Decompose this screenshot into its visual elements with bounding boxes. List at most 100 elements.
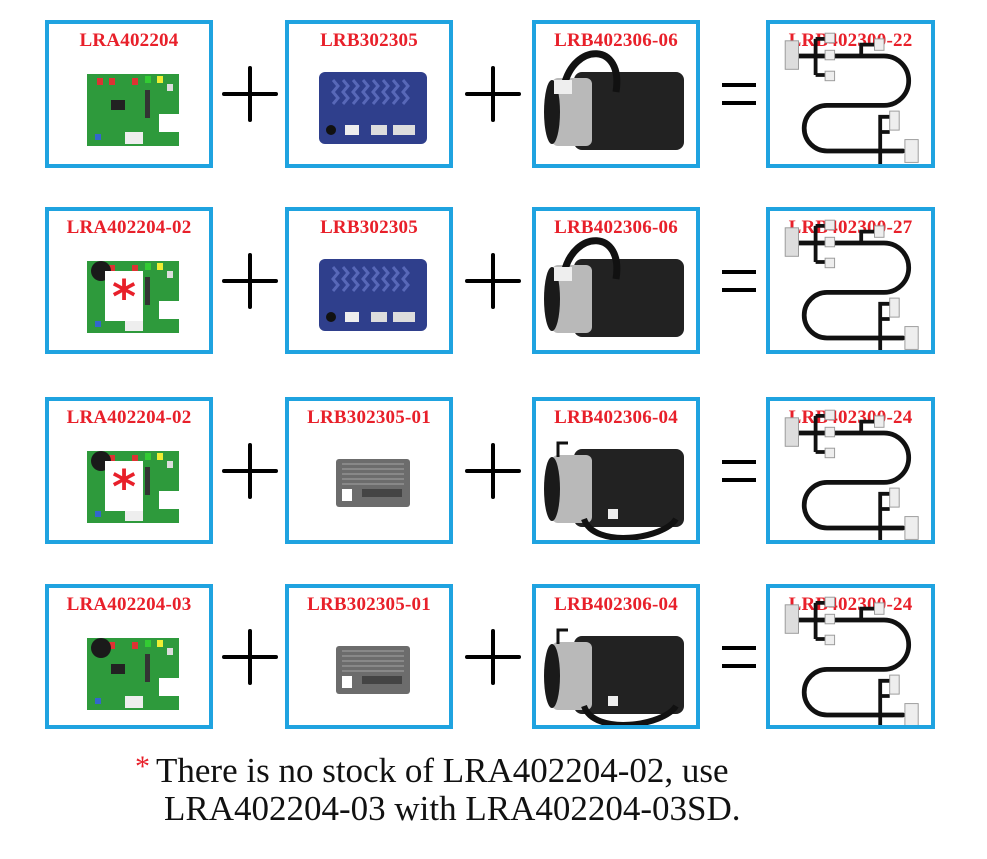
harness-connector [784, 417, 799, 447]
board-part-box: LRA402204-03 [45, 584, 213, 729]
no-stock-asterisk: * [112, 270, 136, 324]
harness-cable [796, 53, 911, 154]
part-number-label: LRB302305-01 [307, 594, 431, 615]
board-header [145, 467, 150, 495]
board-chip [111, 664, 125, 674]
heatsink-fin [381, 79, 390, 105]
motor-part-box: LRB402306-04 [532, 584, 700, 729]
controller-window [342, 676, 352, 688]
harness-connector [874, 38, 885, 51]
wire-harness-icon [784, 32, 919, 164]
controller-window [342, 489, 352, 501]
board-pcb [87, 74, 179, 146]
wire-harness-image [784, 596, 919, 725]
harness-connector [889, 487, 900, 508]
harness-connector [904, 139, 919, 163]
footnote-line-1: *There is no stock of LRA402204-02, use [135, 748, 729, 790]
wire-harness-image [784, 409, 919, 540]
blue-motor-controller-icon [319, 259, 427, 331]
motor-image-bottom-cable [544, 441, 684, 540]
heatsink-fin [331, 79, 340, 105]
plus-sign-icon [465, 252, 521, 309]
wire-harness-icon [784, 409, 919, 540]
board-chip [111, 100, 125, 110]
gray-controller-image [336, 459, 410, 507]
controller-ports [362, 489, 402, 497]
motor-connector [608, 509, 618, 519]
harness-part-box: LRB402300-24 [766, 397, 935, 544]
wire-harness-icon [784, 596, 919, 725]
heatsink-fin [342, 473, 404, 475]
motor-lead [556, 441, 568, 457]
harness-connector [824, 257, 836, 269]
heatsink-fin [361, 266, 370, 292]
board-component [97, 78, 103, 85]
harness-connector [824, 596, 836, 608]
board-connector [125, 696, 143, 708]
board-component [145, 76, 151, 83]
harness-connector [874, 415, 885, 428]
board-component [157, 640, 163, 647]
motor-can [574, 259, 684, 337]
motor-face [544, 80, 560, 144]
motor-lead [556, 628, 568, 644]
harness-branches [813, 414, 875, 454]
asterisk-backdrop [105, 271, 143, 321]
gray-controller-image [336, 646, 410, 694]
heatsink-fin [401, 266, 410, 292]
part-number-label: LRA402204-02 [66, 217, 192, 238]
heatsink-fin [401, 79, 410, 105]
circuit-board-image [87, 638, 179, 710]
heatsink-fin [342, 670, 404, 672]
heatsink-fin [371, 79, 380, 105]
board-connector [125, 509, 143, 521]
board-pot [95, 321, 101, 327]
controller-port [393, 125, 415, 135]
harness-part-box: LRB402300-24 [766, 584, 935, 729]
no-stock-asterisk: * [112, 460, 136, 514]
equals-sign-icon [722, 269, 756, 292]
harness-connector [824, 219, 836, 231]
board-pot [95, 134, 101, 140]
harness-branches [878, 114, 890, 164]
harness-connector [824, 613, 836, 625]
motor-connector [554, 267, 572, 281]
harness-connector [824, 70, 836, 82]
motor-part-box: LRB402306-06 [532, 20, 700, 168]
heatsink-fin [331, 266, 340, 292]
blue-motor-controller-icon [319, 72, 427, 144]
controller-part-box: LRB302305-01 [285, 584, 453, 729]
circuit-board-buzzer-icon [87, 638, 179, 710]
harness-connector [824, 426, 836, 438]
harness-connector [824, 32, 836, 44]
part-number-label: LRB302305-01 [307, 407, 431, 428]
circuit-board-buzzer-icon: * [87, 451, 179, 523]
motor-image-top-cable [544, 50, 684, 150]
part-number-label: LRB402306-04 [554, 407, 678, 428]
board-component [157, 263, 163, 270]
controller-port [371, 125, 387, 135]
gray-motor-controller-icon [336, 459, 410, 507]
wire-harness-image [784, 32, 919, 164]
harness-connector [824, 236, 836, 248]
motor-part-box: LRB402306-06 [532, 207, 700, 354]
harness-connector [874, 602, 885, 615]
board-connector [125, 319, 143, 331]
board-pot [95, 698, 101, 704]
heatsink-fin [342, 660, 404, 662]
board-header [145, 90, 150, 118]
board-component [132, 265, 138, 272]
footnote-line-2: LRA402204-03 with LRA402204-03SD. [164, 790, 741, 828]
controller-part-box: LRB302305 [285, 20, 453, 168]
asterisk-backdrop [105, 461, 143, 511]
plus-sign-icon [222, 442, 278, 499]
circuit-board-image: * [87, 261, 179, 333]
part-number-label: LRB402306-04 [554, 594, 678, 615]
board-component [109, 642, 115, 649]
harness-branches [813, 224, 875, 264]
part-number-label: LRB302305 [320, 30, 418, 51]
harness-connector [784, 227, 799, 257]
blue-controller-image [319, 259, 427, 331]
heatsink-fin [371, 266, 380, 292]
harness-cable [796, 617, 911, 718]
